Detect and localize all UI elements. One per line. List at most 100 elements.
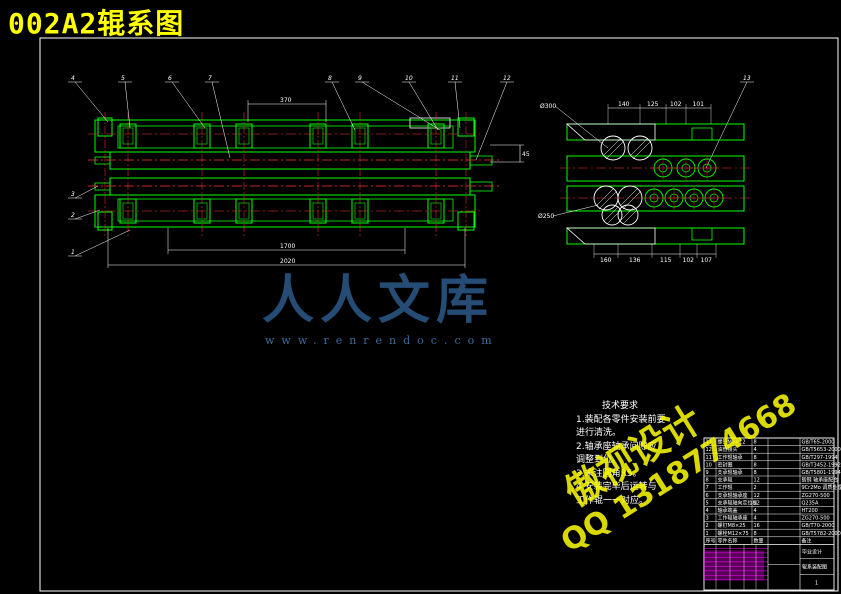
notes-line: 工作辊一一对应。: [576, 495, 649, 506]
section-hatch: [595, 187, 615, 207]
section-roll: [600, 135, 626, 161]
table-cell: 工作辊轴承座: [718, 515, 748, 522]
table-cell: 8: [754, 440, 757, 446]
main-dimensions: 370 1700 2020 45: [107, 97, 530, 268]
table-cell: GB/T65-2000: [802, 440, 835, 446]
table-cell: 4: [754, 447, 757, 453]
section-hatch: [619, 206, 635, 222]
notes-line: 3.未注圆角R5。: [576, 468, 642, 479]
side-dim-top-label: 140: [618, 101, 630, 108]
callout-number: 5: [121, 75, 125, 82]
table-header-cell: 数量: [754, 537, 764, 544]
signature-fill: [704, 550, 764, 581]
section-hatch: [598, 190, 618, 210]
section-roll: [601, 204, 623, 226]
dim-45: 45: [522, 151, 530, 158]
callout-leader: [361, 81, 441, 131]
technical-requirements: 技术要求 1.装配各零件安装前要 进行清洗。 2.轴承座轴承间隙应 调整到位。 …: [576, 400, 666, 508]
lower-frame-inner: [117, 198, 454, 222]
callout-leader: [705, 81, 748, 169]
callout-number: 3: [71, 191, 75, 198]
table-cell: GB/T297-1994: [802, 455, 838, 461]
callout-number: 13: [743, 75, 751, 82]
dim-370: 370: [280, 97, 292, 104]
table-cell: 6: [706, 493, 709, 499]
side-dim-top-label: 125: [647, 101, 659, 108]
callout-leader: [124, 81, 131, 129]
table-cell: 9Cr2Mo 调质处理: [802, 484, 841, 491]
side-frame-mid-bottom: [566, 185, 745, 212]
notes-heading: 技术要求: [602, 401, 639, 411]
side-dim-bottom-label: 102: [683, 257, 695, 264]
side-dim-top-label: 101: [693, 101, 705, 108]
table-cell: 油管接头: [718, 446, 738, 453]
dia-250-label: Ø250: [538, 213, 554, 220]
table-cell: 工作辊轴承: [718, 454, 743, 461]
table-cell: 12: [706, 447, 712, 453]
table-cell: 8: [754, 531, 757, 537]
table-cell: 7: [706, 485, 709, 491]
drawing-frame: [39, 37, 839, 592]
table-cell: 工作辊: [718, 484, 733, 491]
side-dim-bottom-label: 107: [701, 257, 713, 264]
table-cell: 16: [754, 523, 760, 529]
dim-1700: 1700: [280, 243, 295, 250]
upper-shaft-end: [469, 155, 493, 166]
table-cell: 2: [754, 485, 757, 491]
upper-work-roll: [109, 151, 471, 170]
side-dim-bottom-label: 136: [629, 257, 641, 264]
end-cap-hatch: [409, 117, 451, 129]
table-cell: GB/T5653-2000: [802, 447, 841, 453]
table-cell: 5: [706, 500, 709, 506]
side-dim-bottom-label: 160: [600, 257, 612, 264]
section-hatch: [602, 137, 622, 157]
table-cell: 轴承端盖: [718, 507, 738, 514]
roll-system-side-view: [560, 123, 750, 245]
table-border: [703, 437, 835, 591]
table-cell: 1: [706, 531, 709, 537]
callout-leader: [475, 81, 508, 161]
callout-number: 12: [503, 75, 511, 82]
notes-line: 1.装配各零件安装前要: [576, 414, 666, 425]
hatch-bottom-left: [565, 227, 656, 245]
table-cell: 4: [754, 508, 757, 514]
side-dim-bottom-label: 115: [660, 257, 672, 264]
upper-frame: [94, 119, 476, 153]
dia-300-leader: [554, 105, 609, 149]
watermark-brand: 人人文库: [262, 270, 495, 331]
table-cell: 4: [706, 508, 709, 514]
table-cell: GB/T3452-1992: [802, 462, 841, 468]
lower-work-roll: [109, 177, 471, 196]
side-frame-top: [566, 123, 745, 141]
table-cell: 2: [706, 523, 709, 529]
callout-number: 10: [405, 75, 413, 82]
table-cell: ZG270-500: [802, 493, 830, 499]
callout-leader: [171, 81, 206, 129]
section-roll: [617, 204, 639, 226]
notes-line: 进行清洗。: [576, 428, 622, 438]
callout-leader: [74, 209, 101, 220]
section-hatch: [603, 206, 619, 222]
callout-number: 11: [451, 75, 459, 82]
table-cell: GB/T70-2000: [802, 523, 835, 529]
callout-leader: [74, 229, 131, 257]
notes-line: 调整到位。: [576, 455, 622, 465]
callout-number: 6: [168, 75, 172, 82]
table-header-cell: 零件名称: [718, 537, 738, 544]
callout-number: 1: [71, 249, 75, 256]
school-name: 毕业设计: [802, 548, 822, 555]
table-cell: 螺栓M12×75: [718, 530, 749, 537]
callout-number: 8: [328, 75, 332, 82]
callout-number: 2: [71, 212, 75, 219]
table-cell: 支承辊轴承: [718, 469, 743, 476]
lower-shaft-end: [469, 181, 493, 192]
table-cell: 锻钢 轴承座配合: [802, 477, 839, 484]
callout-number: 7: [208, 75, 212, 82]
left-shaft-end-bottom: [94, 182, 111, 191]
callout-leader: [74, 185, 99, 199]
dim-2020: 2020: [280, 258, 295, 265]
callout-number: 4: [71, 75, 75, 82]
